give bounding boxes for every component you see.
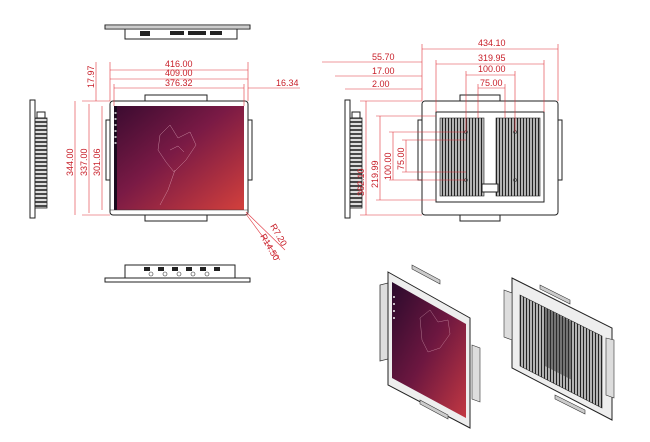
wallpaper-cat [157, 124, 197, 206]
perspective-back [503, 277, 615, 421]
dim-height-362: 362.10 [356, 168, 366, 196]
dim-height-219: 219.99 [370, 160, 380, 188]
front-top-view [104, 24, 251, 40]
front-dimension-lines [74, 62, 300, 261]
dim-offset-17-back: 17.00 [372, 66, 395, 76]
dim-offset-17: 17.97 [86, 65, 96, 88]
perspective-front [379, 264, 481, 429]
back-panel [417, 94, 563, 222]
dim-offset-16: 16.34 [276, 78, 299, 88]
back-side-view [344, 99, 363, 219]
dim-height-100: 100.00 [383, 152, 393, 180]
dim-offset-55: 55.70 [372, 52, 395, 62]
dim-height-344: 344.00 [65, 148, 75, 176]
dim-offset-2: 2.00 [372, 79, 390, 89]
front-view: 416.00 409.00 376.32 16.34 17.97 344.00 … [29, 24, 300, 283]
front-left-side-view [29, 99, 48, 219]
heatsink-right [495, 117, 541, 197]
dim-width-319: 319.95 [478, 53, 506, 63]
dim-height-337: 337.00 [79, 148, 89, 176]
dim-width-75: 75.00 [480, 78, 503, 88]
dim-height-301: 301.06 [92, 148, 102, 176]
back-dimension-labels: 434.10 319.95 100.00 75.00 55.70 17.00 2… [356, 38, 506, 196]
back-view: 434.10 319.95 100.00 75.00 55.70 17.00 2… [322, 38, 563, 222]
dim-width-409: 409.00 [165, 68, 193, 78]
back-dimension-lines [322, 44, 559, 216]
front-panel [105, 94, 253, 222]
screen [114, 106, 244, 210]
perspective-screen [392, 282, 466, 418]
dim-width-100: 100.00 [478, 64, 506, 74]
heatsink-left [439, 117, 485, 197]
front-bottom-view [104, 264, 251, 283]
dim-width-416: 416.00 [165, 59, 193, 69]
dim-width-376: 376.32 [165, 78, 193, 88]
dim-height-75: 75.00 [396, 147, 406, 170]
dim-width-434: 434.10 [478, 38, 506, 48]
